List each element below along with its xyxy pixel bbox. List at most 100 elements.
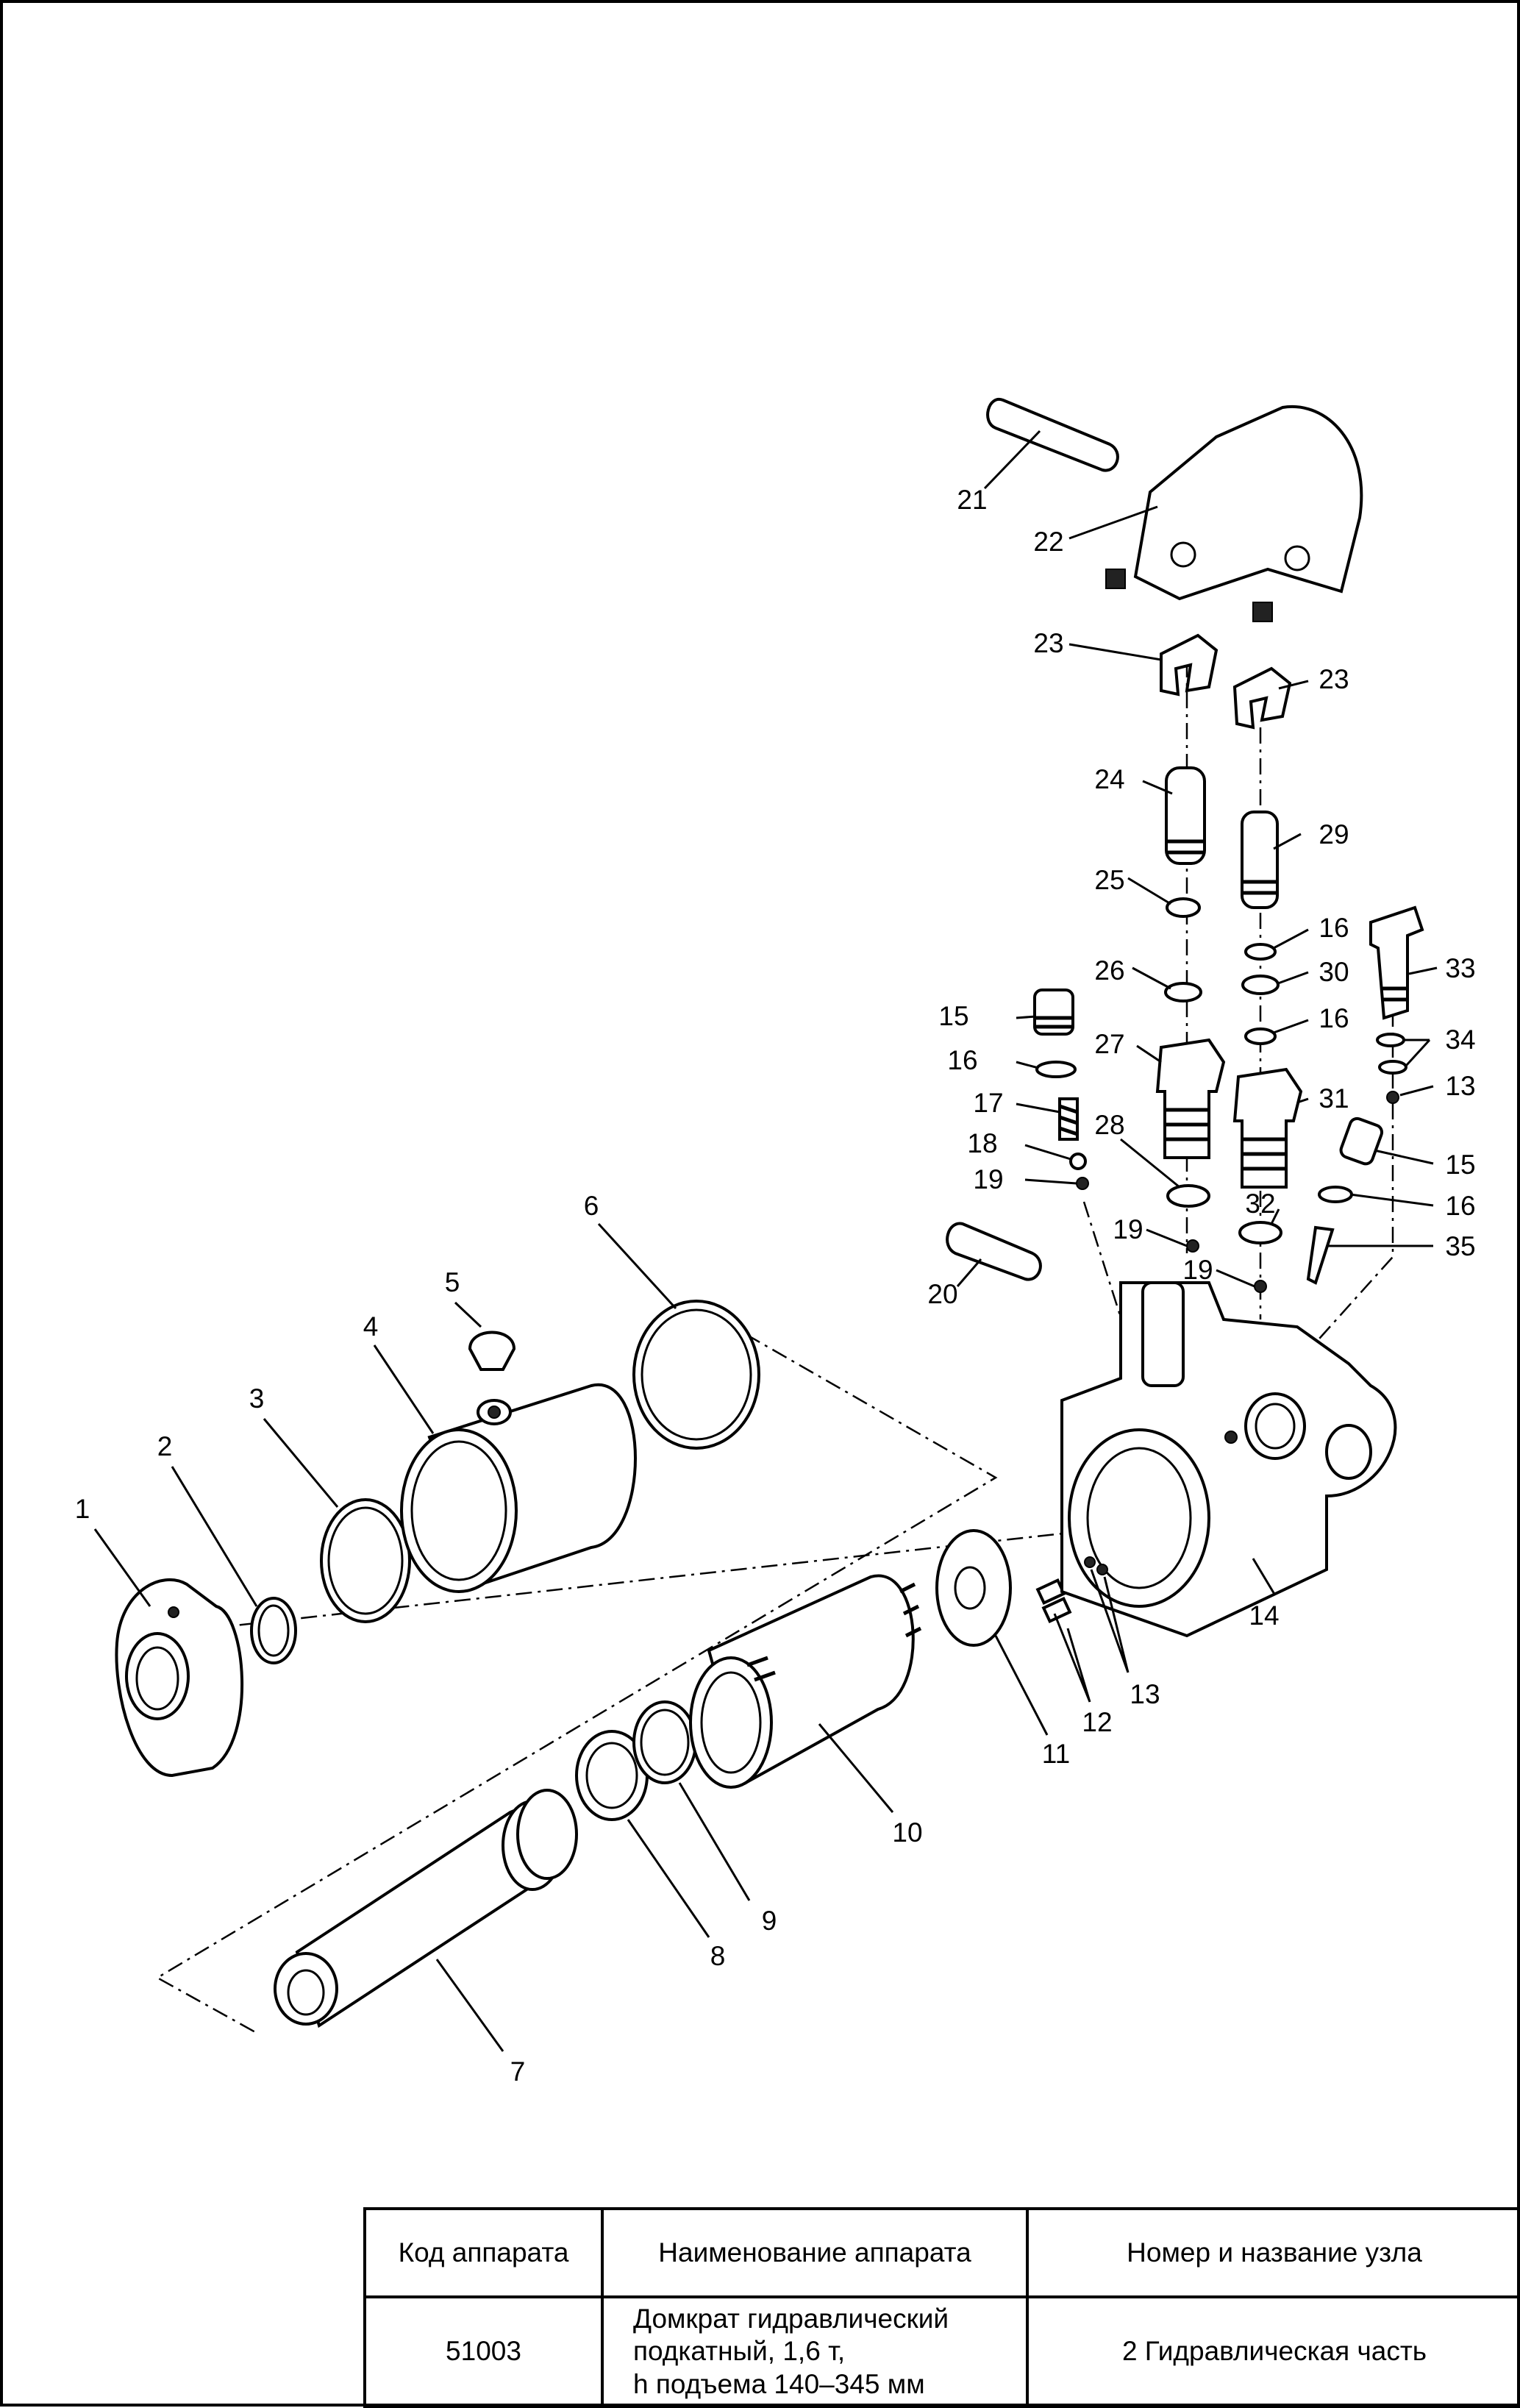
part-18-seat (1069, 1153, 1087, 1170)
part-27-pump-barrel (1155, 1038, 1226, 1159)
unit-name: 2 Гидравлическая часть (1026, 2295, 1520, 2408)
callout-4: 4 (363, 1311, 379, 1342)
part-34-ring-b (1378, 1060, 1407, 1075)
callout-3: 3 (249, 1383, 265, 1414)
part-32-washer (1238, 1221, 1282, 1244)
part-16-washer-c (1244, 1027, 1277, 1045)
part-23-clip-left (1160, 633, 1219, 697)
part-34-ring-a (1376, 1033, 1405, 1047)
callout-19-b: 19 (1113, 1214, 1143, 1244)
part-23-clip-right (1232, 666, 1292, 730)
part-21-pin (986, 397, 1119, 472)
part-11-washer (935, 1529, 1012, 1647)
apparatus-name-line-2: подкатный, 1,6 т, (633, 2336, 846, 2367)
part-3-seal-ring (320, 1498, 411, 1623)
callout-19-a: 19 (973, 1164, 1003, 1194)
part-14-pump-body (1060, 1281, 1397, 1638)
part-29-piston (1241, 811, 1279, 909)
callout-18: 18 (967, 1128, 997, 1158)
callout-14: 14 (1249, 1600, 1279, 1631)
part-30-seal (1241, 975, 1280, 995)
part-22-handle-socket (1105, 405, 1363, 622)
part-5-filler-plug (468, 1331, 516, 1371)
part-24-piston (1165, 766, 1206, 865)
title-block-value-row: 51003 Домкрат гидравлический подкатный, … (363, 2295, 1520, 2408)
callout-16-left: 16 (947, 1045, 977, 1075)
part-6-large-o-ring (632, 1300, 760, 1450)
callout-20: 20 (927, 1279, 957, 1309)
part-15-valve-screw-left (1033, 989, 1074, 1036)
callout-35: 35 (1445, 1231, 1475, 1261)
callout-27: 27 (1094, 1029, 1124, 1059)
callout-22: 22 (1033, 527, 1063, 557)
part-13-ball-a (1386, 1091, 1399, 1104)
axis-line-left-valve (1082, 1201, 1137, 1364)
callout-25: 25 (1094, 865, 1124, 895)
part-26-ring (1164, 982, 1202, 1002)
part-35-spring (1306, 1225, 1335, 1285)
part-31-pump-barrel (1232, 1067, 1303, 1189)
callout-26: 26 (1094, 955, 1124, 986)
title-block-header-row: Код аппарата Наименование аппарата Номер… (363, 2207, 1520, 2298)
part-19-ball-b (1186, 1239, 1199, 1253)
callout-6: 6 (584, 1191, 599, 1221)
apparatus-code: 51003 (363, 2295, 604, 2408)
part-15-valve-screw-right (1339, 1116, 1384, 1166)
assembly-boundary (155, 1333, 998, 2034)
axis-line (208, 1531, 1070, 1630)
callout-16-right-c: 16 (1445, 1191, 1475, 1221)
callout-9: 9 (762, 1906, 777, 1936)
callout-23-left: 23 (1033, 628, 1063, 658)
callout-5: 5 (445, 1267, 460, 1297)
callout-13-top: 13 (1445, 1071, 1475, 1101)
part-12-pins (1035, 1578, 1072, 1624)
leader-lines (93, 430, 1438, 2052)
callout-33: 33 (1445, 953, 1475, 983)
title-block: Код аппарата Наименование аппарата Номер… (363, 2207, 1520, 2408)
header-code: Код аппарата (363, 2207, 604, 2298)
callout-23-right: 23 (1319, 664, 1349, 694)
part-28-washer (1166, 1184, 1210, 1208)
part-17-spring (1058, 1097, 1079, 1141)
callout-2: 2 (157, 1431, 173, 1461)
callout-24: 24 (1094, 764, 1124, 794)
callout-28: 28 (1094, 1110, 1124, 1140)
header-name: Наименование аппарата (601, 2207, 1029, 2298)
part-19-ball-c (1254, 1280, 1267, 1293)
part-33-release-valve (1369, 905, 1424, 1020)
callout-8: 8 (710, 1941, 726, 1971)
callout-1: 1 (75, 1494, 90, 1524)
callout-31: 31 (1319, 1083, 1349, 1114)
part-16-washer-d (1318, 1186, 1353, 1203)
callout-30: 30 (1319, 957, 1349, 987)
part-9-ring (632, 1700, 697, 1784)
part-13-ball-c (1096, 1564, 1108, 1575)
callout-19-c: 19 (1182, 1255, 1213, 1285)
part-16-washer-b (1244, 943, 1277, 961)
part-20-pin (946, 1222, 1042, 1281)
apparatus-name-line-3: h подъема 140–345 мм (633, 2368, 925, 2399)
callout-15-right: 15 (1445, 1150, 1475, 1180)
part-4-reservoir-tube (400, 1383, 637, 1593)
callout-32: 32 (1245, 1189, 1275, 1219)
part-25-ring (1166, 897, 1201, 918)
callout-13-body: 13 (1130, 1679, 1160, 1709)
exploded-view-drawing: 1 2 3 4 5 6 7 8 9 10 11 12 13 14 15 15 1… (75, 397, 1476, 2087)
callout-34: 34 (1445, 1025, 1475, 1055)
callout-17: 17 (973, 1088, 1003, 1118)
callout-labels: 1 2 3 4 5 6 7 8 9 10 11 12 13 14 15 15 1… (75, 485, 1476, 2087)
callout-7: 7 (510, 2056, 526, 2087)
callout-15-left: 15 (938, 1001, 968, 1031)
callout-12: 12 (1082, 1707, 1112, 1737)
callout-29: 29 (1319, 819, 1349, 849)
callout-21: 21 (957, 485, 987, 515)
part-1-end-cap (115, 1578, 244, 1778)
part-16-washer-a (1035, 1061, 1077, 1078)
apparatus-name-line-1: Домкрат гидравлический (633, 2304, 949, 2334)
part-19-ball-a (1076, 1177, 1089, 1190)
part-7-ram (274, 1789, 578, 2028)
callout-10: 10 (892, 1817, 922, 1848)
callout-16-right-b: 16 (1319, 1003, 1349, 1033)
callout-16-right-a: 16 (1319, 913, 1349, 943)
